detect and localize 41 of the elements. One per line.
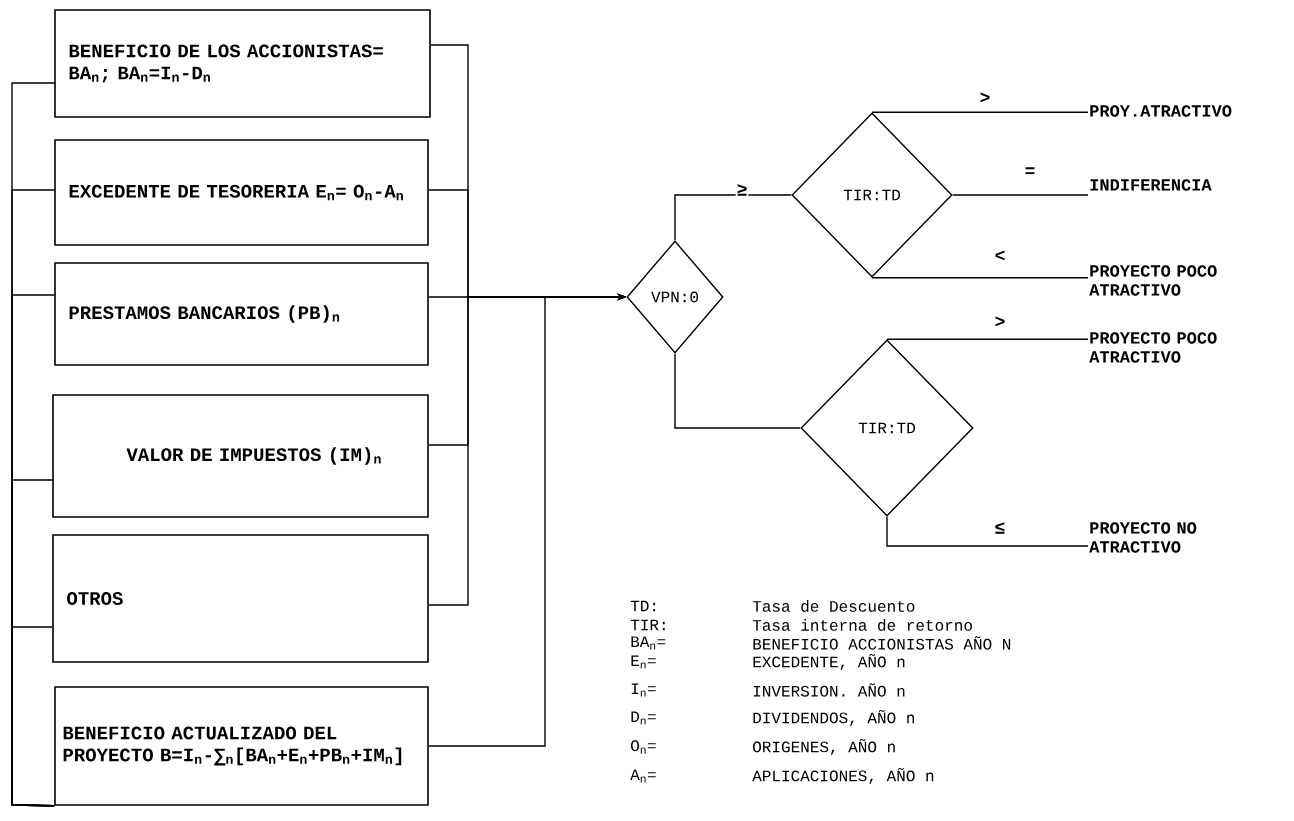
connector — [886, 516, 1089, 547]
legend-definition: Tasa interna de retorno — [752, 619, 972, 631]
legend-term: I$_{n}$= — [631, 683, 656, 697]
connector — [952, 194, 1089, 196]
process-box: OTROS — [52, 534, 429, 663]
process-box: BENEFICIO DE LOS ACCIONISTAS= BA$_{n}$; BA$_{n}$=I$_{n}$-D$_{n}$ — [54, 9, 431, 118]
legend-definition: DIVIDENDOS, AÑO n — [753, 709, 914, 727]
legend-term: A$_{n}$= — [630, 769, 656, 783]
edge-label: > — [978, 91, 992, 105]
legend-term: O$_{n}$= — [631, 740, 656, 754]
edge-label: ≤ — [993, 521, 1007, 535]
legend-definition: APLICACIONES, AÑO n — [752, 767, 934, 785]
legend-term: E$_{n}$= — [631, 655, 656, 669]
outcome-text: PROYECTO POCO ATRACTIVO — [1089, 265, 1217, 296]
outcome-text: PROYECTO NO ATRACTIVO — [1089, 522, 1197, 553]
edge-label: < — [993, 249, 1007, 263]
legend-definition: EXCEDENTE, AÑO n — [753, 653, 905, 671]
legend-term: TD: — [630, 600, 656, 612]
edge-label: > — [993, 315, 1007, 329]
connector — [674, 353, 801, 429]
legend-definition: INVERSION. AÑO n — [753, 683, 905, 697]
process-box: BENEFICIO ACTUALIZADO DEL PROYECTO B=I$_{n}$-∑$_{n}$[BA$_{n}$+E$_{n}$+PB$_{n}$+IM$_{n}$] — [54, 686, 429, 806]
edge-label: = — [1023, 166, 1037, 178]
legend-term: TIR: — [630, 619, 665, 631]
process-box: EXCEDENTE DE TESORERIA E$_{n}$= O$_{n}$-A$_{n}$ — [54, 139, 429, 246]
legend-definition: Tasa de Descuento — [752, 600, 915, 612]
outcome-text: PROYECTO POCO ATRACTIVO — [1089, 332, 1217, 363]
process-box: VALOR DE IMPUESTOS (IM)$_{n}$ — [52, 394, 429, 518]
process-box: PRESTAMOS BANCARIOS (PB)$_{n}$ — [54, 262, 429, 366]
legend-term: D$_{n}$= — [631, 711, 656, 725]
outcome-text: INDIFERENCIA — [1090, 179, 1212, 191]
connector — [886, 338, 1089, 340]
legend-term: BA$_{n}$= — [631, 636, 666, 650]
outcome-text: PROY.ATRACTIVO — [1090, 105, 1232, 117]
edge-label: ≥ — [735, 183, 749, 197]
legend-definition: BENEFICIO ACCIONISTAS AÑO N — [753, 636, 1011, 650]
connector — [871, 111, 1089, 113]
connector — [871, 277, 1089, 279]
connector — [11, 626, 55, 807]
connector — [674, 194, 792, 241]
legend-definition: ORIGENES, AÑO n — [753, 738, 895, 756]
